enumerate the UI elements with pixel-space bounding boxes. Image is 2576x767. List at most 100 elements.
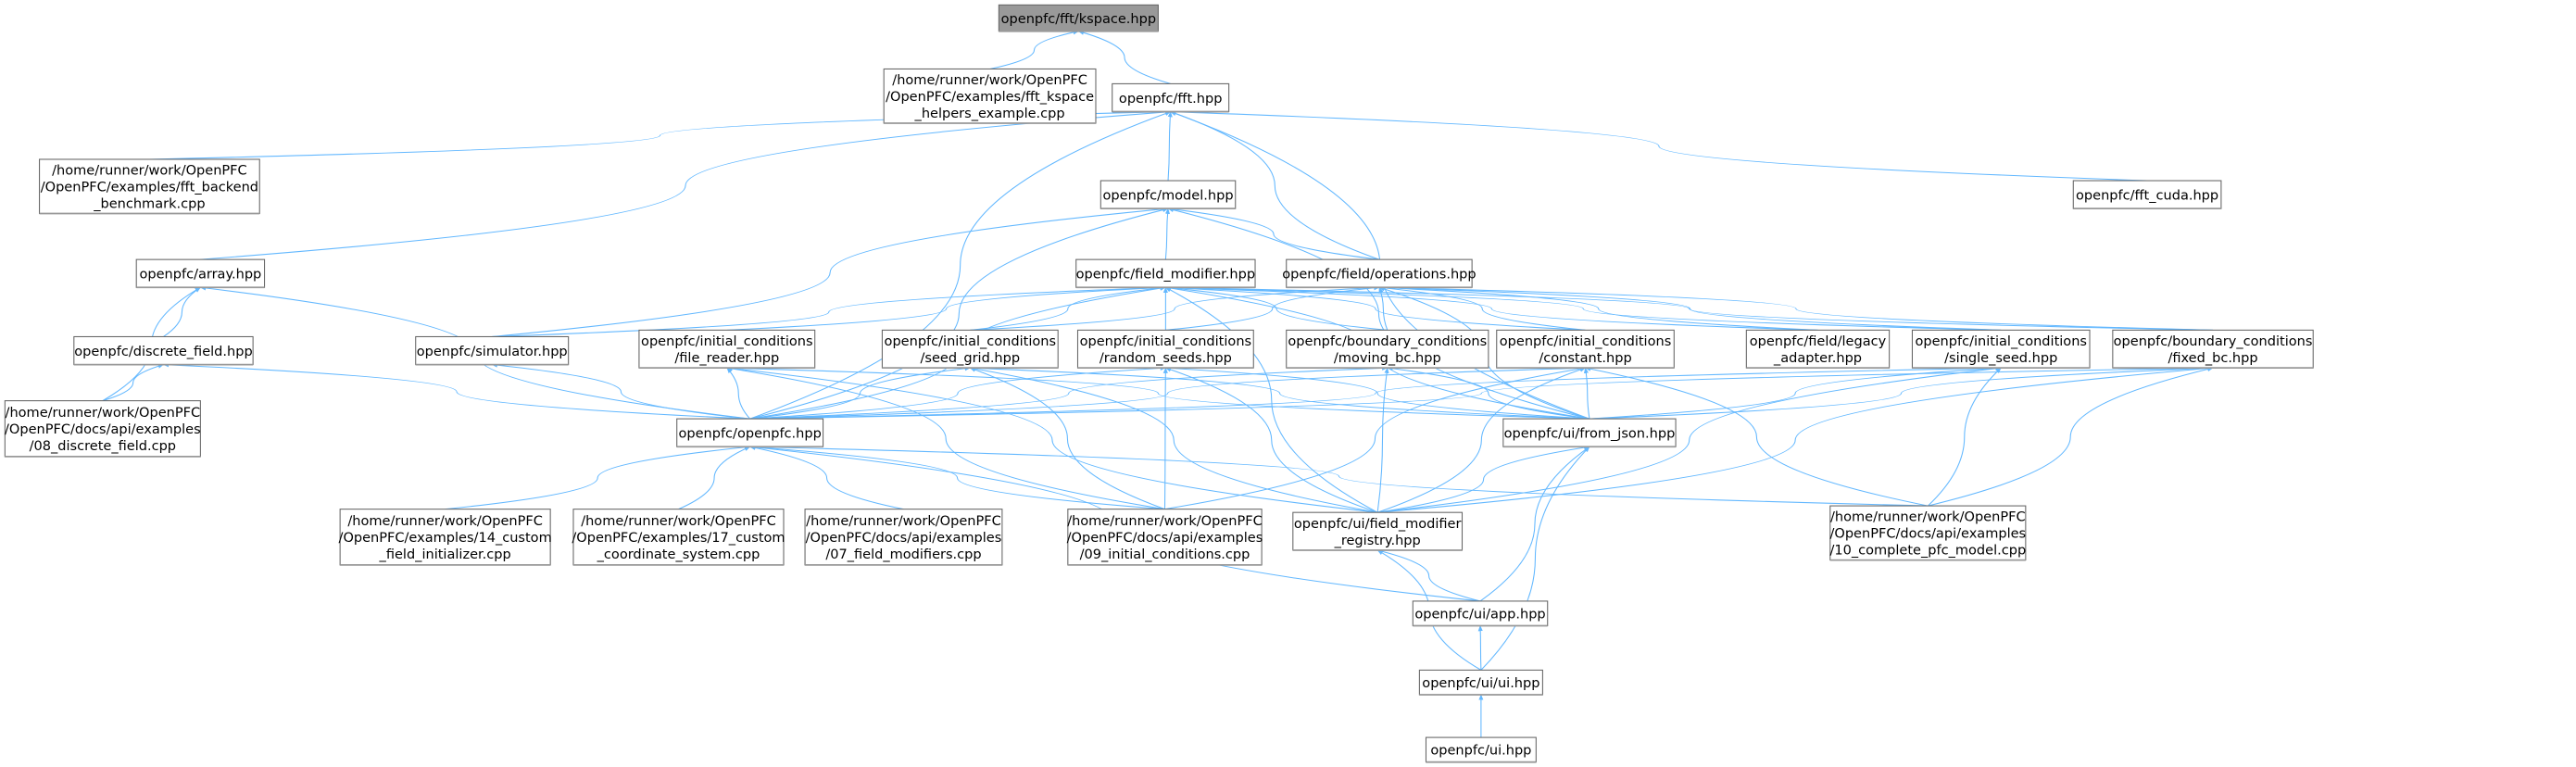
node-label-line: openpfc/field/operations.hpp bbox=[1282, 268, 1476, 283]
node-label-line: /home/runner/work/OpenPFC bbox=[347, 514, 543, 529]
node-label-line: _coordinate_system.cpp bbox=[597, 547, 760, 562]
node-box bbox=[883, 68, 1097, 124]
edge-uiui-to-app bbox=[1477, 624, 1483, 671]
node-box bbox=[1112, 82, 1230, 113]
graph-node-fixbc[interactable]: openpfc/boundary_conditions/fixed_bc.hpp bbox=[2112, 329, 2314, 370]
node-label-line: openpfc/model.hpp bbox=[1103, 188, 1234, 203]
node-label-line: /07_field_modifiers.cpp bbox=[825, 547, 981, 562]
edge-line bbox=[1376, 367, 1389, 513]
node-box bbox=[1075, 258, 1256, 288]
edge-line bbox=[969, 365, 1590, 420]
node-label-line: _helpers_example.cpp bbox=[914, 107, 1065, 121]
edge-ex08-to-dfield bbox=[102, 363, 165, 402]
graph-node-ui[interactable]: openpfc/ui.hpp bbox=[1425, 736, 1537, 763]
node-label-line: openpfc/discrete_field.hpp bbox=[74, 345, 252, 359]
graph-node-ex17[interactable]: /home/runner/work/OpenPFC/OpenPFC/exampl… bbox=[572, 509, 785, 566]
graph-node-fft[interactable]: openpfc/fft.hpp bbox=[1112, 82, 1230, 113]
node-label-line: openpfc/simulator.hpp bbox=[417, 345, 568, 359]
node-box bbox=[1829, 505, 2027, 561]
edge-line bbox=[749, 365, 1167, 420]
graph-node-movbc[interactable]: openpfc/boundary_conditions/moving_bc.hp… bbox=[1286, 329, 1489, 370]
node-box bbox=[676, 418, 824, 447]
node-label-line: /OpenPFC/docs/api/examples bbox=[806, 531, 1002, 546]
edge-openpfc-to-model bbox=[749, 207, 1169, 420]
edge-registry-to-fromjson bbox=[1377, 445, 1590, 513]
graph-node-ex14[interactable]: /home/runner/work/OpenPFC/OpenPFC/exampl… bbox=[339, 509, 552, 566]
edge-ex09-to-freader bbox=[726, 366, 1165, 510]
node-label-line: /09_initial_conditions.cpp bbox=[1080, 547, 1250, 562]
graph-node-app[interactable]: openpfc/ui/app.hpp bbox=[1412, 600, 1549, 627]
node-label-line: /OpenPFC/examples/14_custom bbox=[339, 531, 552, 546]
node-box bbox=[1425, 736, 1537, 763]
node-box bbox=[2072, 180, 2222, 209]
graph-node-cuda[interactable]: openpfc/fft_cuda.hpp bbox=[2072, 180, 2222, 210]
node-label-line: openpfc/boundary_conditions bbox=[2114, 334, 2313, 349]
node-label-line: /OpenPFC/docs/api/examples bbox=[1067, 531, 1263, 546]
node-label-line: openpfc/ui/from_json.hpp bbox=[1504, 427, 1676, 442]
graph-node-fromjson[interactable]: openpfc/ui/from_json.hpp bbox=[1502, 418, 1677, 448]
edge-line bbox=[1928, 367, 2214, 507]
edge-registry-to-sseed bbox=[1377, 366, 2002, 513]
graph-node-kspace_ex[interactable]: /home/runner/work/OpenPFC/OpenPFC/exampl… bbox=[883, 68, 1097, 124]
graph-node-kspace[interactable]: openpfc/fft/kspace.hpp bbox=[998, 4, 1159, 32]
graph-node-ex09[interactable]: /home/runner/work/OpenPFC/OpenPFC/docs/a… bbox=[1067, 509, 1263, 566]
graph-node-const[interactable]: openpfc/initial_conditions/constant.hpp bbox=[1496, 329, 1675, 370]
graph-node-sim[interactable]: openpfc/simulator.hpp bbox=[415, 335, 570, 366]
node-box bbox=[572, 509, 785, 566]
node-label-line: /seed_grid.hpp bbox=[921, 351, 1021, 366]
edge-seedgrid-to-fmod bbox=[970, 285, 1167, 331]
edge-line bbox=[1376, 548, 1481, 602]
edge-seedgrid-to-ops bbox=[970, 285, 1380, 331]
graph-node-dfield[interactable]: openpfc/discrete_field.hpp bbox=[73, 335, 254, 366]
edge-line bbox=[969, 367, 1165, 510]
edge-line bbox=[102, 363, 165, 402]
edge-line bbox=[1927, 367, 2002, 507]
node-box bbox=[1418, 669, 1543, 696]
graph-node-array[interactable]: openpfc/array.hpp bbox=[135, 258, 266, 289]
edge-line bbox=[445, 445, 751, 510]
edge-line bbox=[1377, 366, 2002, 513]
graph-node-model[interactable]: openpfc/model.hpp bbox=[1100, 180, 1237, 210]
node-label-line: /home/runner/work/OpenPFC bbox=[806, 514, 1001, 529]
edge-line bbox=[970, 285, 1167, 331]
graph-node-bench[interactable]: /home/runner/work/OpenPFC/OpenPFC/exampl… bbox=[39, 158, 260, 215]
edge-fromjson-to-rseeds bbox=[1164, 365, 1590, 420]
node-label-line: openpfc/ui/ui.hpp bbox=[1422, 676, 1539, 691]
graph-node-ex07[interactable]: /home/runner/work/OpenPFC/OpenPFC/docs/a… bbox=[804, 509, 1003, 566]
graph-node-sseed[interactable]: openpfc/initial_conditions/single_seed.h… bbox=[1911, 329, 2091, 370]
node-box bbox=[2112, 329, 2314, 369]
graph-node-ex10[interactable]: /home/runner/work/OpenPFC/OpenPFC/docs/a… bbox=[1829, 505, 2027, 561]
edge-line bbox=[1164, 285, 1388, 331]
node-box bbox=[1745, 329, 1891, 369]
graph-node-legacy[interactable]: openpfc/field/legacy_adapter.hpp bbox=[1745, 329, 1891, 370]
graph-node-rseeds[interactable]: openpfc/initial_conditions/random_seeds.… bbox=[1076, 329, 1254, 370]
node-box bbox=[1286, 329, 1489, 369]
edge-ex07-to-openpfc bbox=[749, 445, 904, 510]
graph-node-ex08[interactable]: /home/runner/work/OpenPFC/OpenPFC/docs/a… bbox=[4, 400, 201, 458]
edge-line bbox=[1479, 446, 1590, 602]
edge-registry-to-freader bbox=[726, 366, 1378, 513]
edge-fromjson-to-fixbc bbox=[1589, 365, 2214, 420]
graph-node-ops[interactable]: openpfc/field/operations.hpp bbox=[1282, 258, 1476, 289]
graph-node-openpfc[interactable]: openpfc/openpfc.hpp bbox=[676, 418, 824, 448]
edge-ops-to-fft bbox=[1170, 111, 1380, 260]
edge-ex09-to-seedgrid bbox=[969, 367, 1165, 510]
edge-ex10-to-const bbox=[1584, 366, 1929, 507]
node-label-line: openpfc/ui.hpp bbox=[1430, 744, 1531, 759]
edge-fromjson-to-model bbox=[1167, 207, 1590, 420]
graph-node-fmod[interactable]: openpfc/field_modifier.hpp bbox=[1075, 258, 1256, 289]
graph-node-seedgrid[interactable]: openpfc/initial_conditions/seed_grid.hpp bbox=[881, 329, 1059, 370]
graph-node-registry[interactable]: openpfc/ui/field_modifier_registry.hpp bbox=[1292, 511, 1464, 551]
node-label-line: /home/runner/work/OpenPFC bbox=[52, 163, 247, 178]
graph-node-freader[interactable]: openpfc/initial_conditions/file_reader.h… bbox=[638, 329, 816, 370]
edge-line bbox=[1170, 111, 1380, 260]
node-label-line: /OpenPFC/docs/api/examples bbox=[5, 422, 201, 437]
edge-line bbox=[1167, 207, 1379, 260]
node-label-line: openpfc/fft_cuda.hpp bbox=[2076, 188, 2218, 203]
graph-node-uiui[interactable]: openpfc/ui/ui.hpp bbox=[1418, 669, 1543, 696]
edge-line bbox=[1164, 284, 1818, 331]
node-label-line: /10_complete_pfc_model.cpp bbox=[1829, 544, 2026, 559]
edge-ex10-to-sseed bbox=[1927, 367, 2002, 507]
edge-line bbox=[1589, 365, 2214, 420]
